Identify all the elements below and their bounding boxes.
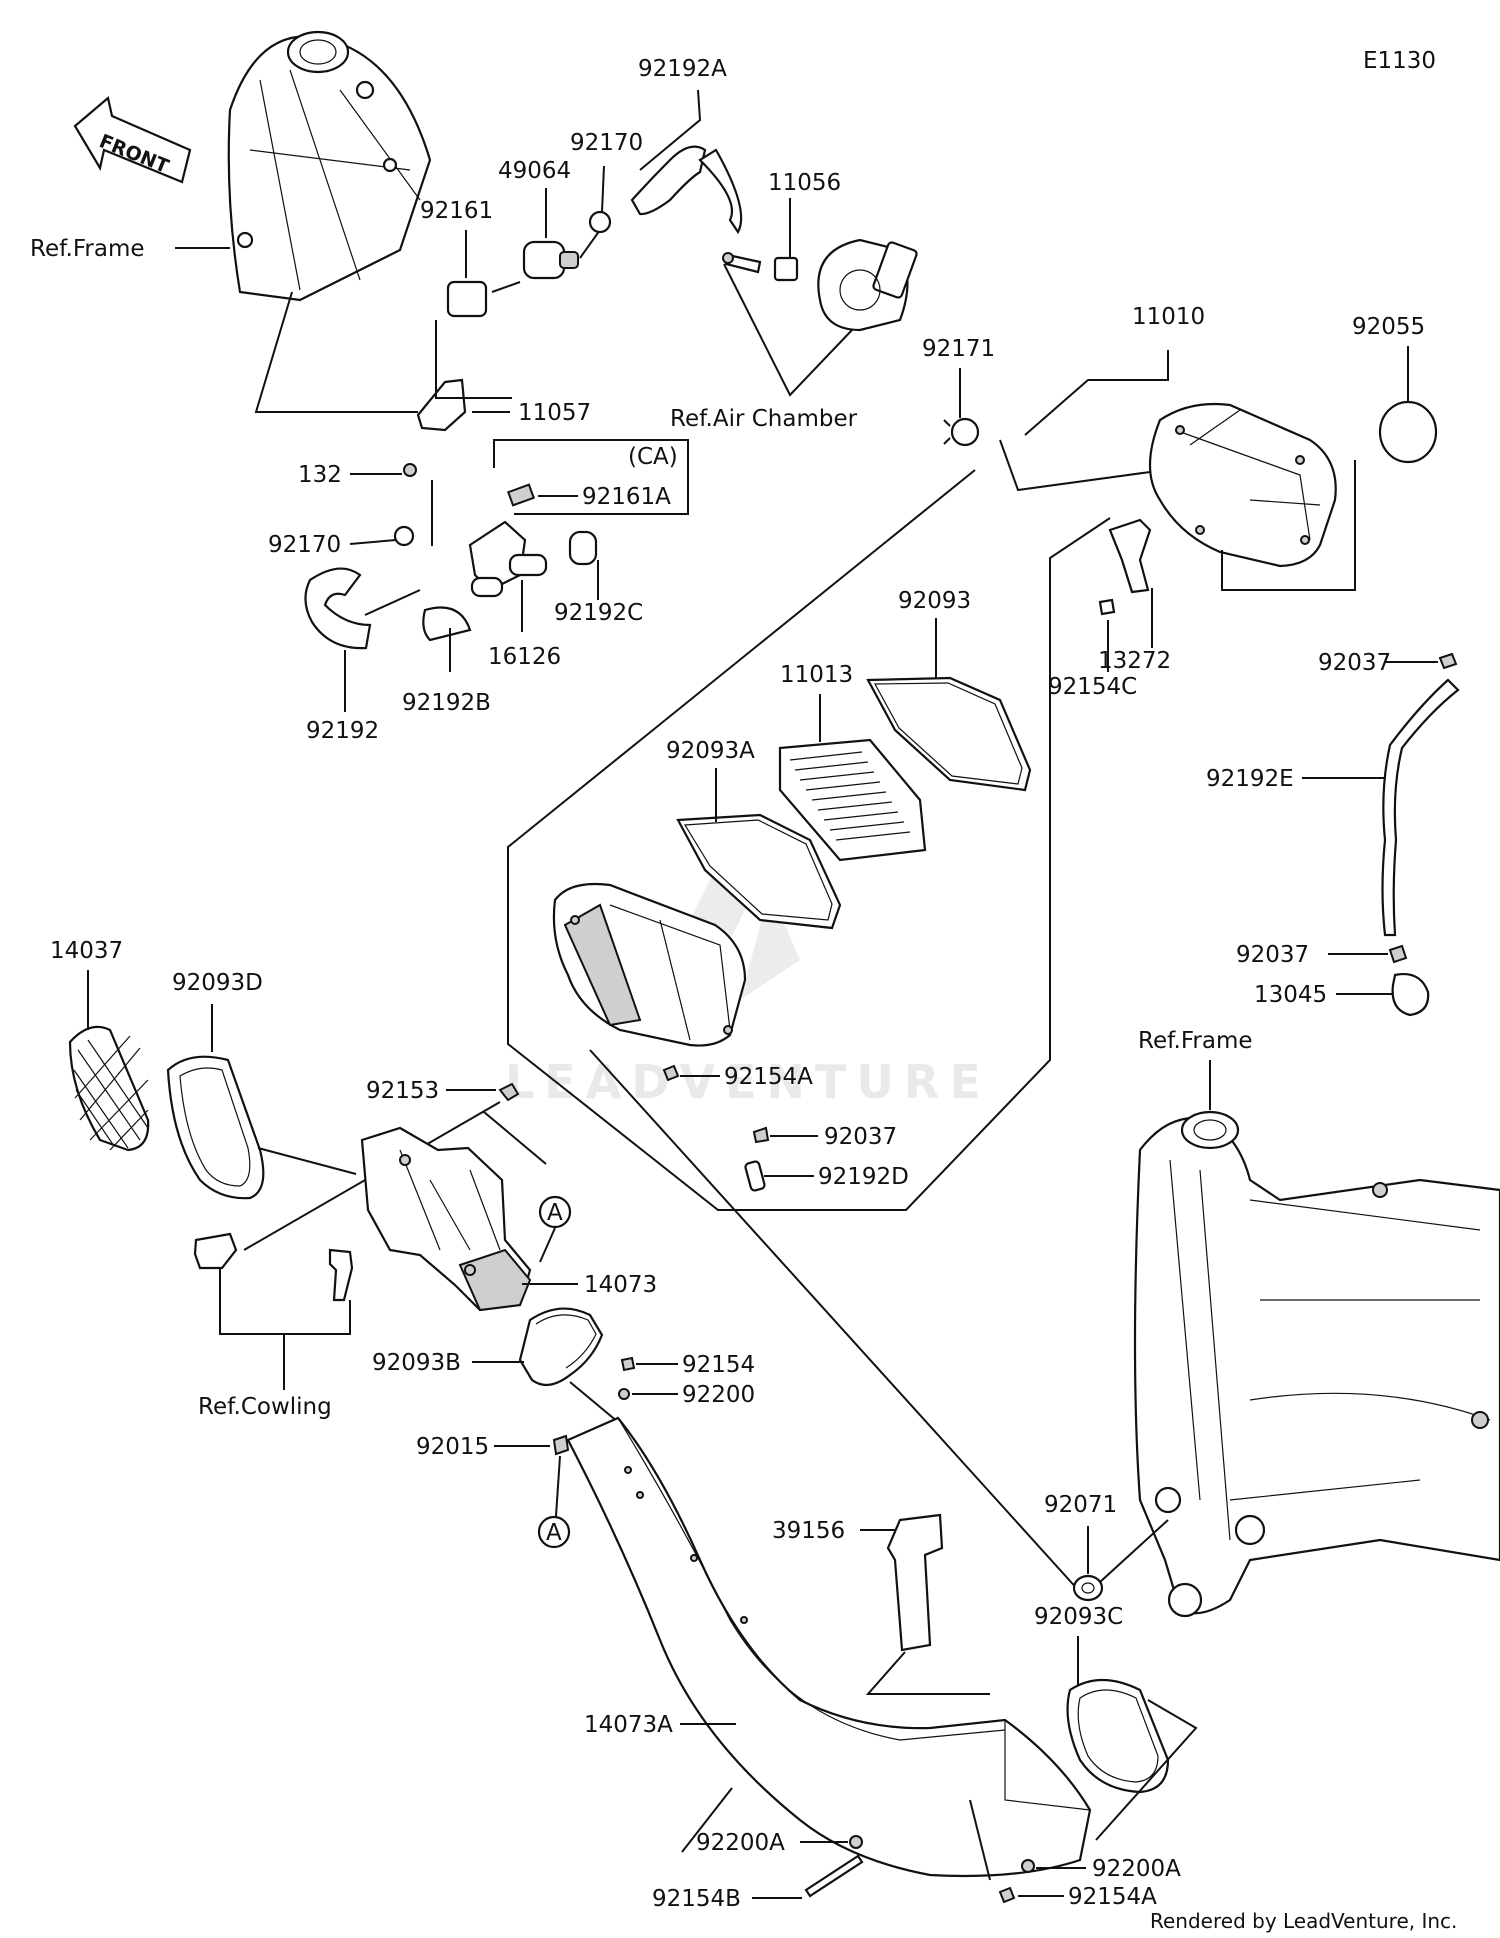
fitting-16126	[393, 520, 598, 642]
callout-49064: 49064	[498, 158, 571, 184]
callout-11057: 11057	[518, 400, 591, 426]
callout-92192C: 92192C	[554, 600, 643, 626]
callout-14037: 14037	[50, 938, 123, 964]
callout-11013: 11013	[780, 662, 853, 688]
breather-hose-92192E	[1381, 652, 1460, 1017]
callout-ref-air-chamber: Ref.Air Chamber	[670, 406, 858, 432]
callout-11010: 11010	[1132, 304, 1205, 330]
callout-92154B: 92154B	[652, 1886, 741, 1912]
callout-92037-b: 92037	[1236, 942, 1309, 968]
watermark-text: LEADVENTURE	[505, 1055, 991, 1109]
callout-92037-c: 92037	[824, 1124, 897, 1150]
callout-92192E: 92192E	[1206, 766, 1294, 792]
diagram-code: E1130	[1363, 48, 1436, 74]
callout-92093D: 92093D	[172, 970, 263, 996]
callout-92161A: 92161A	[582, 484, 671, 510]
callout-92093C: 92093C	[1034, 1604, 1123, 1630]
air-cleaner-lower-housing	[552, 882, 747, 1047]
callout-92055: 92055	[1352, 314, 1425, 340]
air-duct-14073	[360, 1126, 532, 1312]
callout-39156: 39156	[772, 1518, 845, 1544]
callout-13045: 13045	[1254, 982, 1327, 1008]
callout-92192D: 92192D	[818, 1164, 909, 1190]
marker-a-circle-2	[537, 1515, 571, 1549]
callout-92192A: 92192A	[638, 56, 727, 82]
screen-14037	[68, 1025, 150, 1152]
upper-valve-hose-group	[446, 145, 743, 318]
callout-92093A: 92093A	[666, 738, 755, 764]
cowling-brackets	[193, 1232, 354, 1302]
callout-92037-a: 92037	[1318, 650, 1391, 676]
air-chamber-valve	[722, 238, 918, 332]
o-ring-92055	[1378, 400, 1438, 464]
callout-132: 132	[298, 462, 342, 488]
callout-92200A-left: 92200A	[696, 1830, 785, 1856]
seal-92093D	[166, 1055, 265, 1200]
callout-92192: 92192	[306, 718, 379, 744]
footer-credit: Rendered by LeadVenture, Inc.	[1150, 1909, 1457, 1933]
callout-92200: 92200	[682, 1382, 755, 1408]
air-duct-14073A	[566, 1416, 1092, 1878]
callout-14073: 14073	[584, 1272, 657, 1298]
callout-ref-frame-right: Ref.Frame	[1138, 1028, 1253, 1054]
marker-a-1: A	[547, 1200, 563, 1226]
frame-top-left	[227, 30, 432, 302]
front-arrow-icon: FRONT	[73, 95, 192, 184]
frame-right	[1133, 1110, 1500, 1618]
callout-92154A-bottom: 92154A	[1068, 1884, 1157, 1910]
clamp-92171	[943, 417, 980, 447]
callout-13272: 13272	[1098, 648, 1171, 674]
callout-92015: 92015	[416, 1434, 489, 1460]
air-filter-element-11013	[778, 738, 927, 862]
callout-92170-top: 92170	[570, 130, 643, 156]
callout-92093: 92093	[898, 588, 971, 614]
callout-92093B: 92093B	[372, 1350, 461, 1376]
callout-92154: 92154	[682, 1352, 755, 1378]
grommet-92071	[1072, 1574, 1104, 1602]
air-cleaner-cover-11010	[1148, 402, 1337, 568]
callout-16126: 16126	[488, 644, 561, 670]
callout-ref-frame-top: Ref.Frame	[30, 236, 145, 262]
callout-92071: 92071	[1044, 1492, 1117, 1518]
bracket-13272	[1098, 518, 1152, 616]
callout-92154A-mid: 92154A	[724, 1064, 813, 1090]
seal-92093B	[518, 1307, 604, 1387]
marker-a-circle-1	[538, 1195, 572, 1229]
bracket-11057	[403, 378, 467, 477]
gasket-92093A	[676, 813, 842, 930]
callout-92153: 92153	[366, 1078, 439, 1104]
callout-92154C: 92154C	[1048, 674, 1137, 700]
callout-92170-mid: 92170	[268, 532, 341, 558]
callout-92171: 92171	[922, 336, 995, 362]
callout-ca: (CA)	[628, 444, 678, 470]
callout-92161: 92161	[420, 198, 493, 224]
callout-ref-cowling: Ref.Cowling	[198, 1394, 332, 1420]
callout-92200A-right: 92200A	[1092, 1856, 1181, 1882]
callout-11056: 11056	[768, 170, 841, 196]
marker-a-2: A	[546, 1520, 562, 1546]
gasket-92093	[866, 676, 1032, 792]
callout-92192B: 92192B	[402, 690, 491, 716]
pad-39156	[886, 1513, 944, 1652]
callout-14073A: 14073A	[584, 1712, 673, 1738]
